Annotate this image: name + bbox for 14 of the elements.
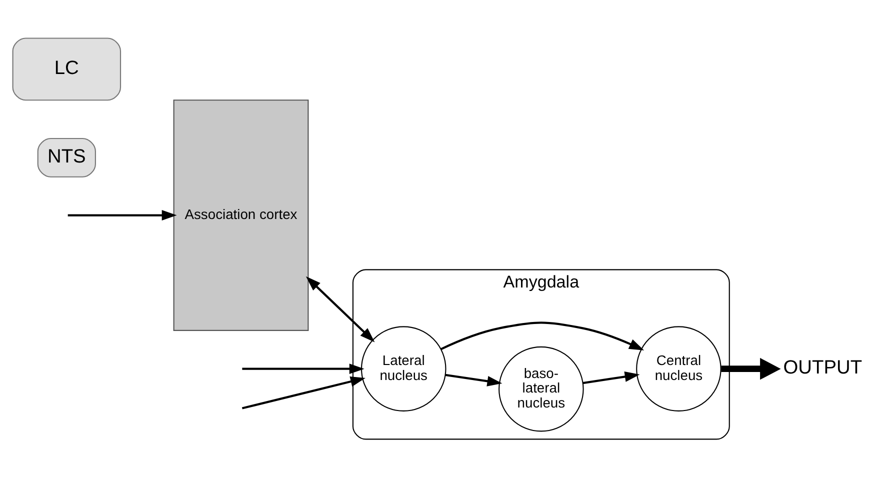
- arrow: [582, 371, 640, 384]
- arrow: [68, 210, 177, 220]
- node-circle: baso-lateral nucleus: [498, 346, 584, 432]
- node-circle: Central nucleus: [636, 326, 722, 411]
- node-box: Association cortex: [173, 99, 309, 330]
- node-text: OUTPUT: [783, 357, 862, 378]
- node-box: NTS: [37, 137, 96, 177]
- arrow: [242, 363, 364, 374]
- arrow: [306, 276, 375, 342]
- arrow: [445, 373, 502, 386]
- arrow: [721, 357, 781, 380]
- arrow: [242, 376, 366, 409]
- node-box: LC: [12, 37, 122, 100]
- arrow: [440, 321, 644, 350]
